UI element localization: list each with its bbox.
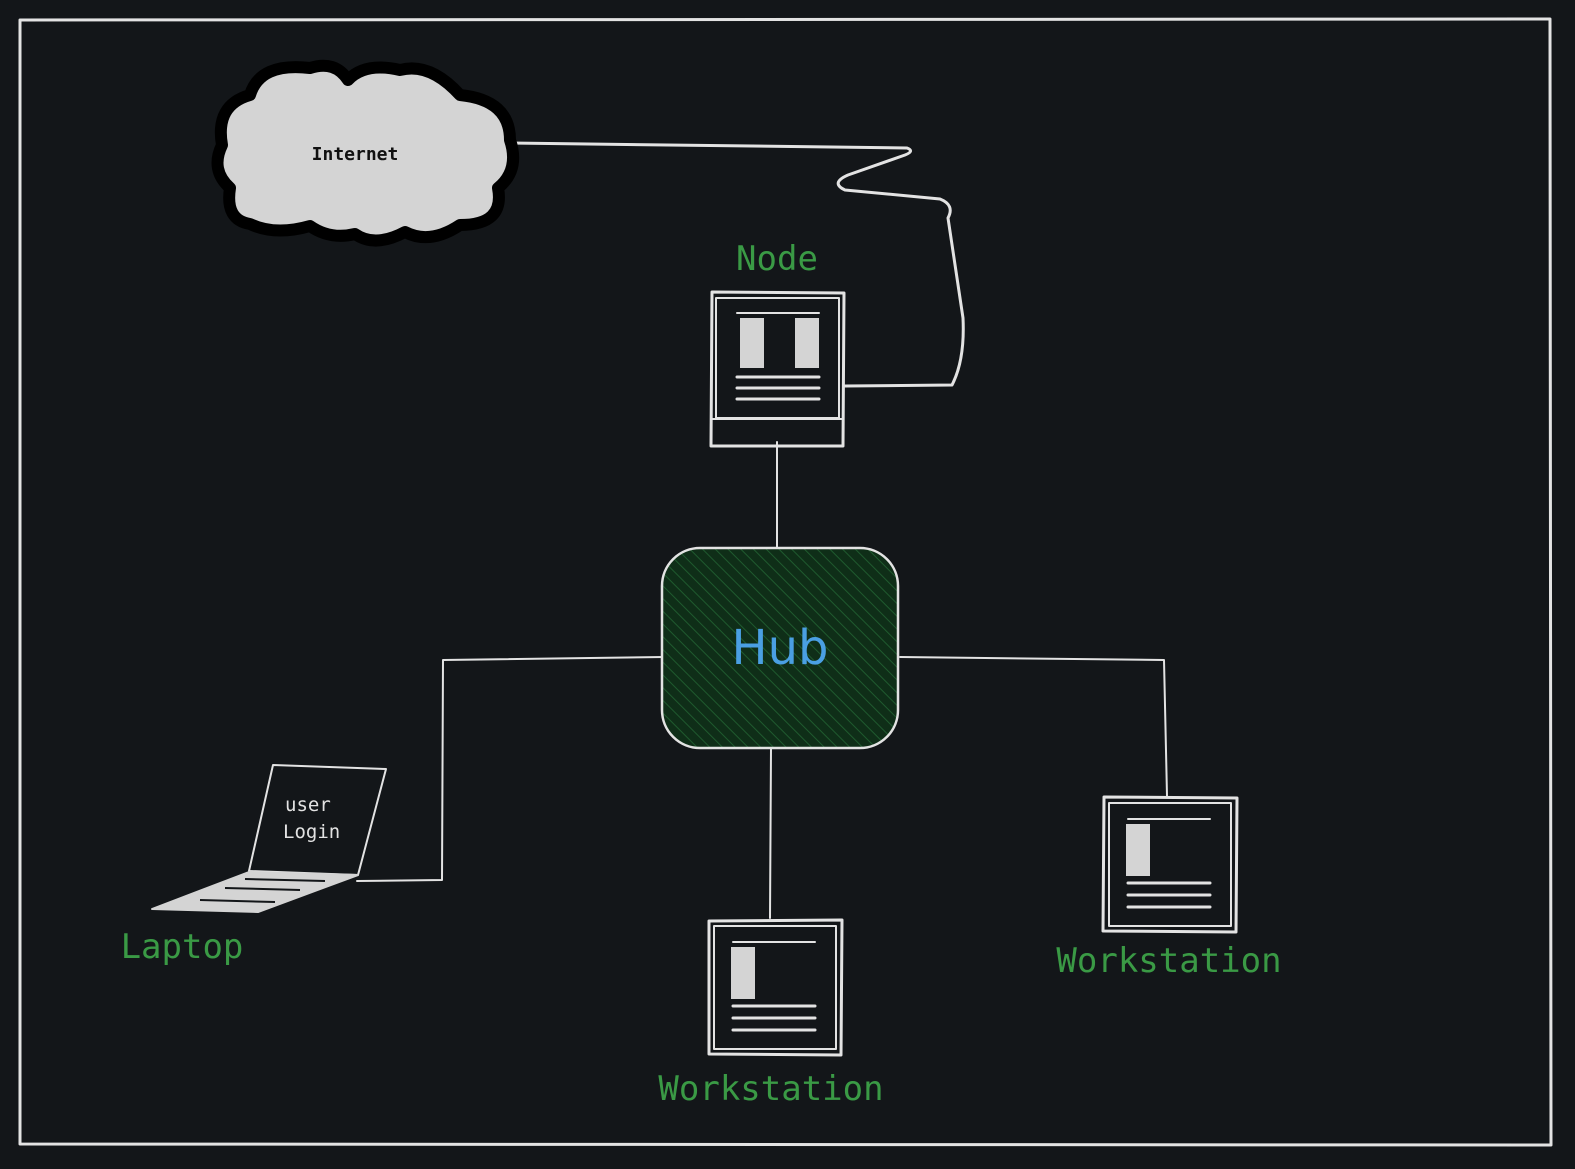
- laptop-label: Laptop: [121, 927, 244, 967]
- connectors: [356, 141, 1168, 919]
- laptop-icon: user Login: [151, 764, 387, 913]
- workstation-icon: [1101, 795, 1239, 934]
- hub-label: Hub: [732, 620, 829, 676]
- laptop-screen-line2: Login: [283, 821, 340, 843]
- hub-workstation-bottom-link: [769, 747, 772, 919]
- hub-laptop-link: [356, 656, 665, 882]
- server-icon: [709, 290, 846, 448]
- internet-node-link: [508, 141, 965, 388]
- node-label: Node: [736, 239, 818, 279]
- workstation-icon: [707, 918, 844, 1057]
- workstation-right-label: Workstation: [1056, 941, 1281, 981]
- canvas-frame: [18, 17, 1553, 1147]
- internet-label: Internet: [312, 144, 399, 165]
- laptop-screen-line1: user: [285, 794, 331, 816]
- hub-box: Hub: [660, 546, 900, 750]
- workstation-bottom-label: Workstation: [658, 1069, 883, 1109]
- hub-workstation-right-link: [899, 656, 1168, 797]
- cloud-icon: Internet: [211, 59, 519, 247]
